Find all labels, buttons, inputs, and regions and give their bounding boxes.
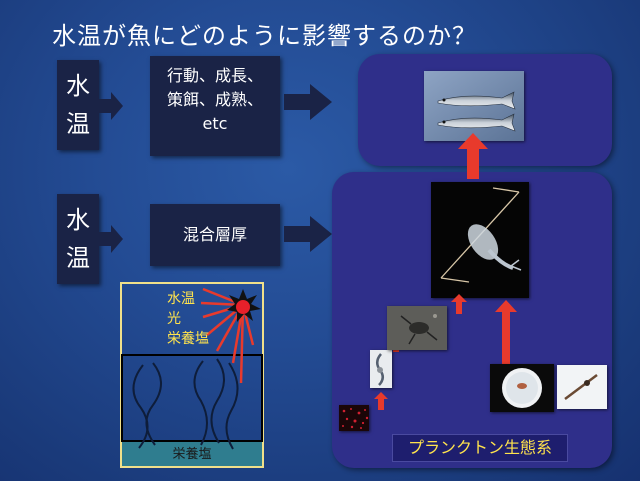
water-temp-box-2: 水 温 bbox=[57, 194, 99, 284]
water-temp-box-1: 水 温 bbox=[57, 60, 99, 150]
effects-line-1: 行動、成長、 bbox=[166, 66, 263, 85]
fish-photo bbox=[424, 71, 524, 141]
water-temp-char-1: 水 bbox=[66, 206, 90, 234]
lake-factor-water-temp: 水温 bbox=[167, 291, 195, 307]
arrow-up-to-fish bbox=[458, 133, 488, 179]
copepod-photo bbox=[431, 182, 529, 298]
arrow-right-4 bbox=[284, 216, 332, 252]
lake-bottom-nutrients: 栄養塩 bbox=[172, 447, 212, 462]
water-temp-char-2: 温 bbox=[66, 110, 90, 138]
water-temp-char-2: 温 bbox=[66, 244, 90, 272]
arrow-up-1 bbox=[374, 392, 388, 410]
lake-factor-light: 光 bbox=[167, 311, 181, 327]
arrow-right-2 bbox=[284, 84, 332, 120]
lake-factor-nutrients: 栄養塩 bbox=[167, 331, 209, 347]
sun-icon bbox=[227, 289, 261, 322]
effects-line-2: 策餌、成熟、 bbox=[166, 90, 263, 109]
phytoplankton-photo bbox=[339, 405, 369, 431]
arrow-up-4 bbox=[495, 300, 517, 364]
mixed-layer-box: 混合層厚 bbox=[150, 204, 280, 266]
arrow-right-3 bbox=[99, 225, 123, 253]
effects-box: 行動、成長、 策餌、成熟、 etc bbox=[150, 56, 280, 156]
effects-line-3: etc bbox=[202, 114, 228, 133]
zooplankton-photo bbox=[387, 306, 447, 350]
plankton-ecosystem-label: プランクトン生態系 bbox=[407, 438, 552, 457]
fish-egg-photo bbox=[557, 365, 607, 409]
mixed-layer-label: 混合層厚 bbox=[182, 225, 247, 244]
slide-title: 水温が魚にどのように影響するのか？ bbox=[52, 22, 477, 50]
arrow-up-3 bbox=[451, 294, 467, 314]
water-temp-char-1: 水 bbox=[66, 72, 90, 100]
fish-larva-photo bbox=[490, 364, 554, 412]
rotifer-photo bbox=[370, 350, 392, 388]
lake-diagram: 水温 光 栄養塩 栄養塩 bbox=[120, 282, 264, 468]
arrow-right-1 bbox=[99, 92, 123, 120]
plankton-label-box: プランクトン生態系 bbox=[392, 434, 568, 462]
